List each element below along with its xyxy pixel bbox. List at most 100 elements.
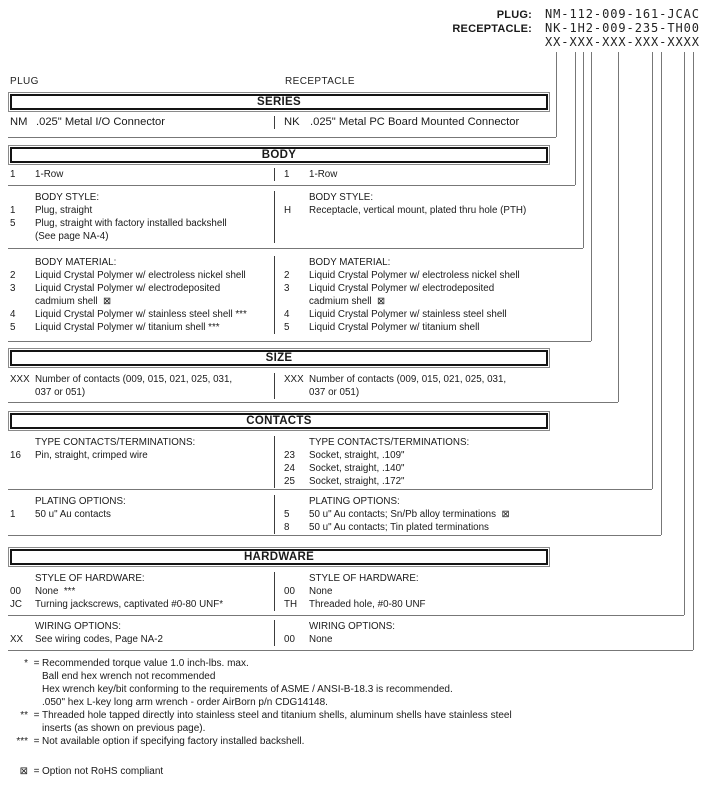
footnote-line: Hex wrench key/bit conforming to the req… bbox=[42, 684, 453, 695]
rule-series bbox=[8, 137, 556, 138]
body-row-options: 1 1-Row 1 1-Row bbox=[8, 168, 548, 185]
option-text: Socket, straight, .172" bbox=[309, 476, 405, 487]
hardware-style-receptacle-cell: STYLE OF HARDWARE: 00 None TH Threaded h… bbox=[274, 572, 548, 611]
equals-sign: = bbox=[33, 710, 40, 721]
hardware-style-plug-cell: STYLE OF HARDWARE: 00 None *** JC Turnin… bbox=[8, 572, 274, 611]
size-title: SIZE bbox=[10, 350, 548, 366]
footnote-line: Recommended torque value 1.0 inch-lbs. m… bbox=[42, 658, 249, 669]
option-row: 5 Liquid Crystal Polymer w/ titanium she… bbox=[10, 321, 274, 334]
size-plug-cell: XXX Number of contacts (009, 015, 021, 0… bbox=[8, 373, 274, 399]
option-code: 1 bbox=[284, 169, 290, 180]
option-text: Plug, straight with factory installed ba… bbox=[35, 218, 227, 229]
option-code: 3 bbox=[284, 283, 290, 294]
option-code: NK bbox=[284, 116, 300, 128]
option-code: 16 bbox=[10, 450, 21, 461]
connector-line-series bbox=[556, 52, 557, 137]
option-text: Liquid Crystal Polymer w/ electroless ni… bbox=[35, 270, 246, 281]
option-row: 00 None bbox=[284, 633, 548, 646]
contact-type-plug-cell: TYPE CONTACTS/TERMINATIONS: 16 Pin, stra… bbox=[8, 436, 274, 488]
body-row-plug-cell: 1 1-Row bbox=[8, 168, 274, 181]
option-row: 23 Socket, straight, .109" bbox=[284, 449, 548, 462]
column-label-receptacle: RECEPTACLE bbox=[285, 76, 355, 87]
option-text: Turning jackscrews, captivated #0-80 UNF… bbox=[35, 599, 224, 610]
series-options: NM .025" Metal I/O Connector NK .025" Me… bbox=[8, 116, 548, 136]
footnote-triple-star: *** = Not available option if specifying… bbox=[6, 735, 698, 748]
footnote-line: Threaded hole tapped directly into stain… bbox=[42, 710, 512, 721]
option-text: Liquid Crystal Polymer w/ titanium shell… bbox=[35, 322, 220, 333]
hardware-title: HARDWARE bbox=[10, 549, 548, 565]
plating-options: PLATING OPTIONS: 1 50 u" Au contacts PLA… bbox=[8, 495, 548, 538]
option-code: XX bbox=[10, 634, 24, 645]
body-style-plug-cell: BODY STYLE: 1 Plug, straight 5 Plug, str… bbox=[8, 191, 274, 243]
body-style-receptacle-cell: BODY STYLE: H Receptacle, vertical mount… bbox=[274, 191, 548, 243]
option-row: 5 50 u" Au contacts; Sn/Pb alloy termina… bbox=[284, 508, 548, 521]
option-code: 1 bbox=[10, 205, 16, 216]
receptacle-part-number-label: RECEPTACLE: bbox=[452, 23, 532, 35]
connector-line-body-material bbox=[591, 52, 592, 341]
option-text: .025" Metal I/O Connector bbox=[36, 116, 165, 128]
option-text: Socket, straight, .140" bbox=[309, 463, 405, 474]
group-heading: STYLE OF HARDWARE: bbox=[309, 573, 419, 584]
option-row: 2 Liquid Crystal Polymer w/ electroless … bbox=[284, 269, 548, 282]
group-heading: TYPE CONTACTS/TERMINATIONS: bbox=[35, 437, 196, 448]
section-header-contacts: CONTACTS bbox=[8, 411, 550, 431]
plug-part-number-value: NM-112-009-161-JCAC bbox=[545, 7, 700, 21]
option-row: H Receptacle, vertical mount, plated thr… bbox=[284, 204, 548, 217]
group-heading: TYPE CONTACTS/TERMINATIONS: bbox=[309, 437, 470, 448]
series-receptacle-cell: NK .025" Metal PC Board Mounted Connecto… bbox=[274, 116, 548, 129]
equals-sign: = bbox=[33, 658, 40, 669]
connector-line-size bbox=[618, 52, 619, 402]
option-text: None bbox=[309, 586, 333, 597]
option-row: 2 Liquid Crystal Polymer w/ electroless … bbox=[10, 269, 274, 282]
option-code: 4 bbox=[284, 309, 290, 320]
rule-size bbox=[8, 402, 618, 403]
option-row: 8 50 u" Au contacts; Tin plated terminat… bbox=[284, 521, 548, 534]
option-row: 1 1-Row bbox=[10, 168, 274, 181]
rule-body-material bbox=[8, 341, 591, 342]
option-row: XXX Number of contacts (009, 015, 021, 0… bbox=[10, 373, 274, 386]
option-row: 16 Pin, straight, crimped wire bbox=[10, 449, 274, 462]
equals-sign: = bbox=[33, 766, 40, 777]
group-heading: PLATING OPTIONS: bbox=[35, 496, 126, 507]
footnote-double-star: ** = Threaded hole tapped directly into … bbox=[6, 709, 698, 735]
receptacle-part-number-value: NK-1H2-009-235-TH00 bbox=[545, 21, 700, 35]
option-text: Liquid Crystal Polymer w/ titanium shell bbox=[309, 322, 480, 333]
option-code: 00 bbox=[284, 634, 295, 645]
option-text: Receptacle, vertical mount, plated thru … bbox=[309, 205, 527, 216]
footnote-line: inserts (as shown on previous page). bbox=[42, 723, 206, 734]
option-text-continued: 037 or 051) bbox=[309, 387, 360, 398]
footnote-line: Option not RoHS compliant bbox=[42, 766, 164, 777]
option-text: Threaded hole, #0-80 UNF bbox=[309, 599, 426, 610]
rule-body-row bbox=[8, 185, 575, 186]
option-text-continued: (See page NA-4) bbox=[35, 231, 109, 242]
option-text: Plug, straight bbox=[35, 205, 93, 216]
footnote-star: * = Recommended torque value 1.0 inch-lb… bbox=[6, 657, 698, 709]
option-text: Liquid Crystal Polymer w/ electrodeposit… bbox=[309, 283, 495, 294]
wiring-plug-cell: WIRING OPTIONS: XX See wiring codes, Pag… bbox=[8, 620, 274, 646]
footnote-rohs: ⊠ = Option not RoHS compliant bbox=[6, 765, 698, 778]
rule-wiring bbox=[8, 650, 693, 651]
option-text: Socket, straight, .109" bbox=[309, 450, 405, 461]
option-text: Number of contacts (009, 015, 021, 025, … bbox=[35, 374, 233, 385]
option-code: 1 bbox=[10, 509, 16, 520]
option-row: 00 None *** bbox=[10, 585, 274, 598]
option-row: 1 50 u" Au contacts bbox=[10, 508, 274, 521]
option-row: 00 None bbox=[284, 585, 548, 598]
option-code: 5 bbox=[284, 322, 290, 333]
option-code: NM bbox=[10, 116, 28, 128]
triple-asterisk-symbol: *** bbox=[16, 736, 28, 747]
option-text: Number of contacts (009, 015, 021, 025, … bbox=[309, 374, 507, 385]
option-code: 2 bbox=[284, 270, 290, 281]
section-header-hardware: HARDWARE bbox=[8, 547, 550, 567]
body-title: BODY bbox=[10, 147, 548, 163]
option-row: 24 Socket, straight, .140" bbox=[284, 462, 548, 475]
option-row: XXX Number of contacts (009, 015, 021, 0… bbox=[284, 373, 548, 386]
plug-part-number-label: PLUG: bbox=[496, 9, 532, 21]
option-code: 23 bbox=[284, 450, 295, 461]
group-heading: BODY MATERIAL: bbox=[309, 257, 391, 268]
plating-receptacle-cell: PLATING OPTIONS: 5 50 u" Au contacts; Sn… bbox=[274, 495, 548, 534]
wiring-receptacle-cell: WIRING OPTIONS: 00 None bbox=[274, 620, 548, 646]
option-code: 1 bbox=[10, 169, 16, 180]
part-number-mask-row: XX-XXX-XXX-XXX-XXXX bbox=[382, 35, 702, 49]
body-material-options: BODY MATERIAL: 2 Liquid Crystal Polymer … bbox=[8, 256, 548, 339]
